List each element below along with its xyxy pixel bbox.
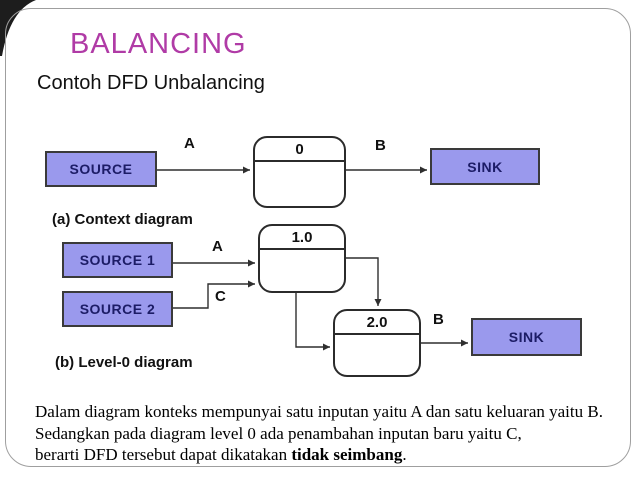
slide-frame: [5, 8, 631, 467]
context-process-0: 0: [253, 136, 346, 208]
context-sink-entity: SINK: [430, 148, 540, 185]
level0-process-2-number: 2.0: [335, 311, 419, 335]
context-flow-a-label: A: [184, 135, 195, 152]
level0-flow-c-label: C: [215, 288, 226, 305]
note-line-3-bold: tidak seimbang: [291, 445, 403, 464]
level0-source2-label: SOURCE 2: [79, 301, 156, 317]
context-process-0-number: 0: [255, 138, 344, 162]
level0-flow-b-label: B: [433, 311, 444, 328]
note-line-3-suffix: .: [402, 445, 407, 464]
context-source-entity: SOURCE: [45, 151, 157, 187]
note-line-1: Dalam diagram konteks mempunyai satu inp…: [35, 402, 603, 421]
level0-sink-entity: SINK: [471, 318, 582, 356]
level0-source1-entity: SOURCE 1: [62, 242, 173, 278]
level0-source2-entity: SOURCE 2: [62, 291, 173, 327]
level0-flow-a-label: A: [212, 238, 223, 255]
context-diagram-caption: (a) Context diagram: [52, 211, 193, 228]
level0-process-2: 2.0: [333, 309, 421, 377]
note-line-2: Sedangkan pada diagram level 0 ada penam…: [35, 423, 522, 443]
explanation-note: Dalam diagram konteks mempunyai satu inp…: [35, 401, 615, 466]
page-title: BALANCING: [70, 28, 247, 60]
note-line-3-prefix: berarti DFD tersebut dapat dikatakan: [35, 445, 292, 464]
level0-sink-label: SINK: [508, 329, 545, 345]
page-subtitle: Contoh DFD Unbalancing: [37, 72, 265, 94]
level0-diagram-caption: (b) Level-0 diagram: [55, 354, 193, 371]
level0-source1-label: SOURCE 1: [79, 252, 156, 268]
level0-process-1-number: 1.0: [260, 226, 344, 250]
context-sink-label: SINK: [467, 158, 503, 175]
context-source-label: SOURCE: [69, 161, 133, 177]
context-flow-b-label: B: [375, 137, 386, 154]
corner-shade-shape: [0, 0, 36, 56]
level0-process-1: 1.0: [258, 224, 346, 293]
corner-shade: [0, 0, 36, 56]
note-line-3: berarti DFD tersebut dapat dikatakan tid…: [35, 444, 615, 466]
